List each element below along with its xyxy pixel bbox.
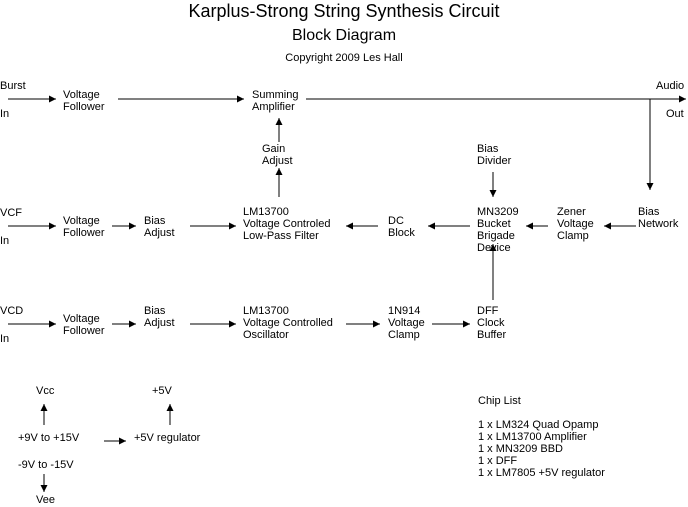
diagram-subtitle: Block Diagram <box>291 27 397 44</box>
burst-input-label: Burst <box>0 80 26 92</box>
copyright-notice: Copyright 2009 Les Hall <box>285 52 403 64</box>
burst-in-label: In <box>0 108 10 120</box>
vcf-in-label: In <box>0 235 10 247</box>
chip-list-item: 1 x LM13700 Amplifier <box>478 431 587 443</box>
vcc-label: Vcc <box>36 385 55 397</box>
chip-list-item: 1 x MN3209 BBD <box>478 443 563 455</box>
chip-list-heading: Chip List <box>478 395 521 407</box>
audio-output-label: Audio <box>656 80 685 92</box>
diagram-title: Karplus-Strong String Synthesis Circuit <box>188 1 500 21</box>
chip-list-item: 1 x LM7805 +5V regulator <box>478 467 605 479</box>
negative-supply-label: -9V to -15V <box>18 459 74 471</box>
vcd-in-label: In <box>0 333 10 345</box>
vee-label: Vee <box>36 494 55 506</box>
plus5v-label: +5V <box>152 385 172 397</box>
vcf-input-label: VCF <box>0 207 22 219</box>
chip-list-item: 1 x LM324 Quad Opamp <box>478 419 599 431</box>
regulator-label: +5V regulator <box>134 432 201 444</box>
chip-list-item: 1 x DFF <box>478 455 518 467</box>
audio-out-label: Out <box>666 108 684 120</box>
positive-supply-label: +9V to +15V <box>18 432 80 444</box>
vcd-input-label: VCD <box>0 305 24 317</box>
